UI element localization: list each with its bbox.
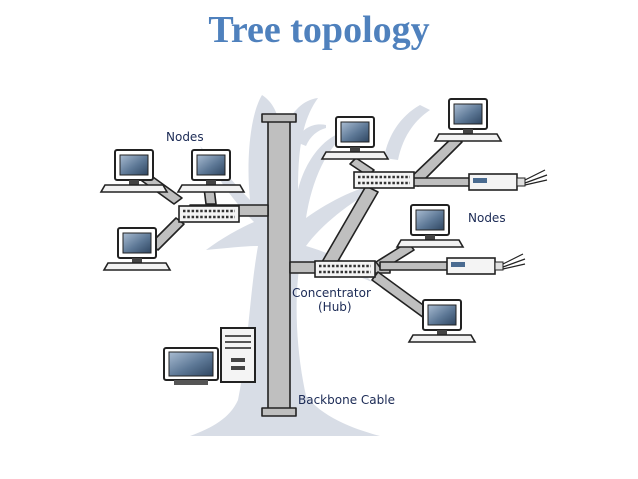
network-device-icon: [446, 253, 526, 275]
backbone-cable: [267, 117, 291, 413]
hub-icon: [352, 170, 416, 190]
hub-icon: [177, 204, 241, 224]
computer-icon: [396, 204, 464, 248]
computer-icon: [100, 149, 168, 193]
computer-icon: [177, 149, 245, 193]
nodes-label: Nodes: [468, 211, 506, 225]
hub-icon: [313, 259, 377, 279]
network-device-icon: [468, 169, 548, 191]
computer-icon: [434, 98, 502, 142]
backbone-cable-label: Backbone Cable: [298, 393, 395, 407]
page-title: Tree topology: [208, 9, 430, 51]
hub-label: (Hub): [318, 300, 352, 314]
concentrator-label: Concentrator: [292, 286, 371, 300]
desktop-tower-icon: [163, 327, 256, 385]
nodes-label: Nodes: [166, 130, 204, 144]
